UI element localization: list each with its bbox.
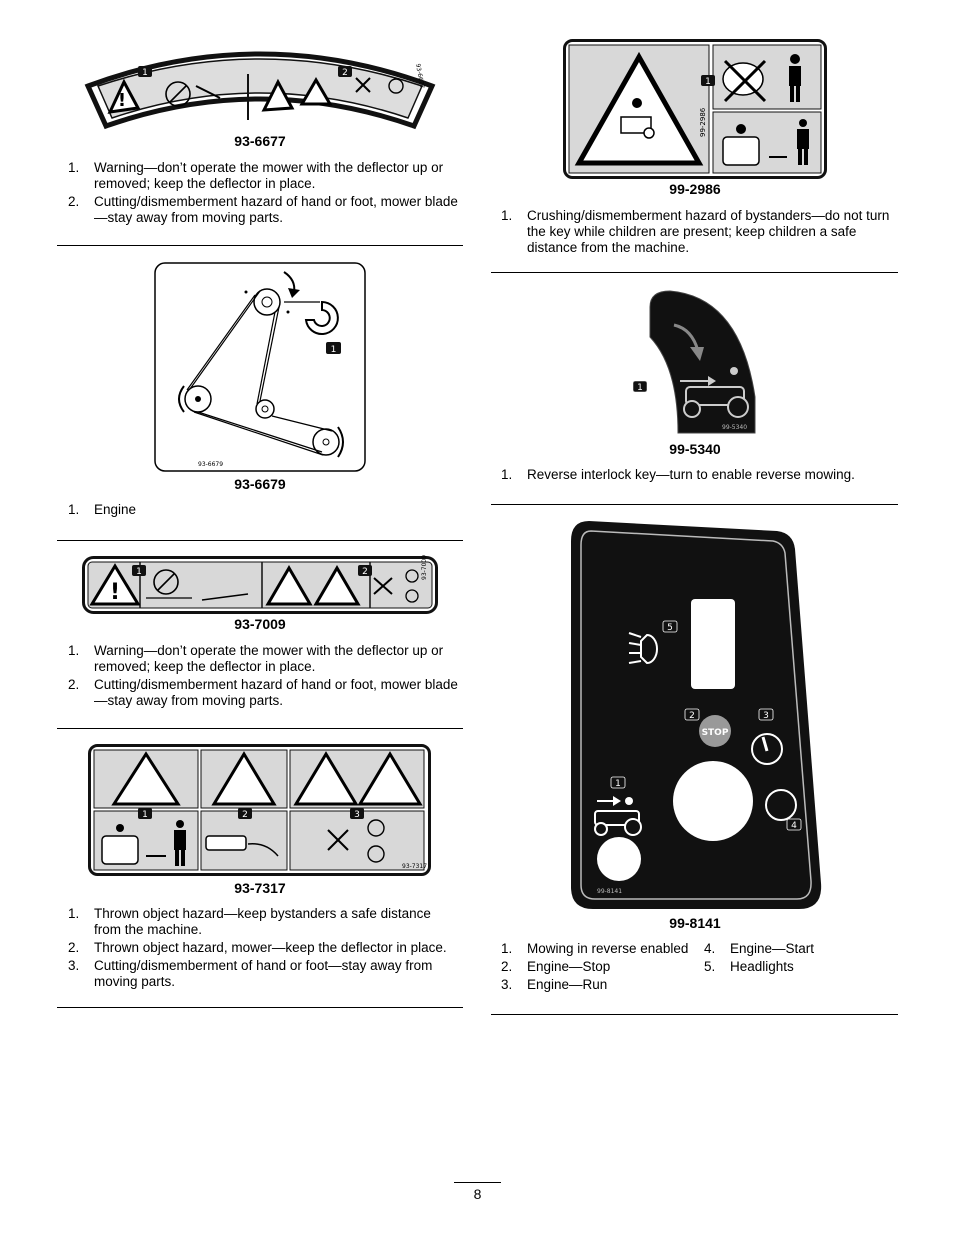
stop-text: STOP xyxy=(702,728,729,738)
decal-code: 99-5340 xyxy=(722,424,747,431)
legend-item: 4.Engine—Start xyxy=(704,941,815,956)
callout-1: 1 xyxy=(705,77,711,87)
legend-item: 2.Cutting/dismemberment hazard of hand o… xyxy=(68,194,458,225)
decal-legend: 1.Crushing/dismemberment hazard of bysta… xyxy=(493,208,903,258)
decal-93-6677-image: ! 1 2 93-6677 xyxy=(84,51,436,130)
divider xyxy=(57,1007,463,1008)
legend-item: 1.Reverse interlock key—turn to enable r… xyxy=(501,467,855,482)
callout-1: 1 xyxy=(142,810,148,820)
decal-legend: 1.Thrown object hazard—keep bystanders a… xyxy=(60,906,460,992)
callout-1: 1 xyxy=(615,779,621,789)
page-number: 8 xyxy=(473,1186,482,1202)
decal-legend-right: 4.Engine—Start 5.Headlights xyxy=(696,941,896,977)
callout-3: 3 xyxy=(763,711,769,721)
legend-item: 3.Cutting/dismemberment of hand or foot—… xyxy=(68,958,433,989)
decal-legend: 1.Reverse interlock key—turn to enable r… xyxy=(493,467,903,485)
decal-part-number: 93-6677 xyxy=(234,133,286,149)
legend-item: 1.Mowing in reverse enabled xyxy=(501,941,689,956)
divider xyxy=(491,1014,898,1015)
legend-item: 1.Warning—don’t operate the mower with t… xyxy=(68,643,444,674)
divider xyxy=(491,504,898,505)
callout-2: 2 xyxy=(342,68,348,78)
decal-legend: 1.Warning—don’t operate the mower with t… xyxy=(60,160,460,228)
decal-code: 93-7317 xyxy=(402,863,427,870)
decal-part-number: 93-7009 xyxy=(234,616,286,632)
decal-code: 99-8141 xyxy=(597,888,622,895)
legend-item: 2.Engine—Stop xyxy=(501,959,611,974)
decal-legend: 1.Mowing in reverse enabled 2.Engine—Sto… xyxy=(493,941,703,995)
legend-item: 1.Engine xyxy=(68,502,137,517)
decal-part-number: 99-8141 xyxy=(669,915,721,931)
divider xyxy=(491,272,898,273)
legend-item: 3.Engine—Run xyxy=(501,977,608,992)
decal-99-8141-image: 5 2 STOP 3 4 1 99-8141 xyxy=(571,521,822,909)
decal-code: 93-7009 xyxy=(421,555,428,580)
decal-part-number: 93-7317 xyxy=(234,880,286,896)
divider xyxy=(57,245,463,246)
decal-part-number: 93-6679 xyxy=(234,476,286,492)
callout-2: 2 xyxy=(689,711,695,721)
callout-1: 1 xyxy=(331,345,337,355)
callout-2: 2 xyxy=(362,567,368,577)
callout-1: 1 xyxy=(637,383,643,393)
callout-5: 5 xyxy=(667,623,673,633)
decal-93-7317-image: 1 2 3 93-7317 xyxy=(88,744,431,876)
divider xyxy=(57,540,463,541)
legend-item: 1.Crushing/dismemberment hazard of bysta… xyxy=(501,208,890,255)
decal-part-number: 99-5340 xyxy=(669,441,721,457)
decal-99-5340-image: 99-5340 1 xyxy=(632,290,756,434)
decal-code: 93-6677 xyxy=(414,63,425,89)
decal-part-number: 99-2986 xyxy=(669,181,721,197)
decal-99-2986-image: 99-2986 1 xyxy=(563,39,827,179)
callout-2: 2 xyxy=(242,810,248,820)
decal-legend: 1.Engine xyxy=(60,502,460,520)
divider xyxy=(57,728,463,729)
callout-1: 1 xyxy=(142,68,148,78)
decal-code: 99-2986 xyxy=(699,107,707,137)
decal-legend: 1.Warning—don’t operate the mower with t… xyxy=(60,643,460,711)
decal-93-6679-image: 1 93-6679 xyxy=(154,262,366,472)
legend-item: 2.Thrown object hazard, mower—keep the d… xyxy=(68,940,447,955)
svg-text:!: ! xyxy=(110,580,120,605)
legend-item: 1.Thrown object hazard—keep bystanders a… xyxy=(68,906,431,937)
svg-text:!: ! xyxy=(118,90,126,111)
legend-item: 5.Headlights xyxy=(704,959,794,974)
legend-item: 1.Warning—don’t operate the mower with t… xyxy=(68,160,444,191)
callout-3: 3 xyxy=(354,810,360,820)
page-number-rule xyxy=(454,1182,501,1183)
decal-93-7009-image: ! 1 2 93-7009 xyxy=(82,555,438,614)
decal-code: 93-6679 xyxy=(198,461,223,468)
legend-item: 2.Cutting/dismemberment hazard of hand o… xyxy=(68,677,458,708)
callout-1: 1 xyxy=(136,567,142,577)
callout-4: 4 xyxy=(791,821,797,831)
